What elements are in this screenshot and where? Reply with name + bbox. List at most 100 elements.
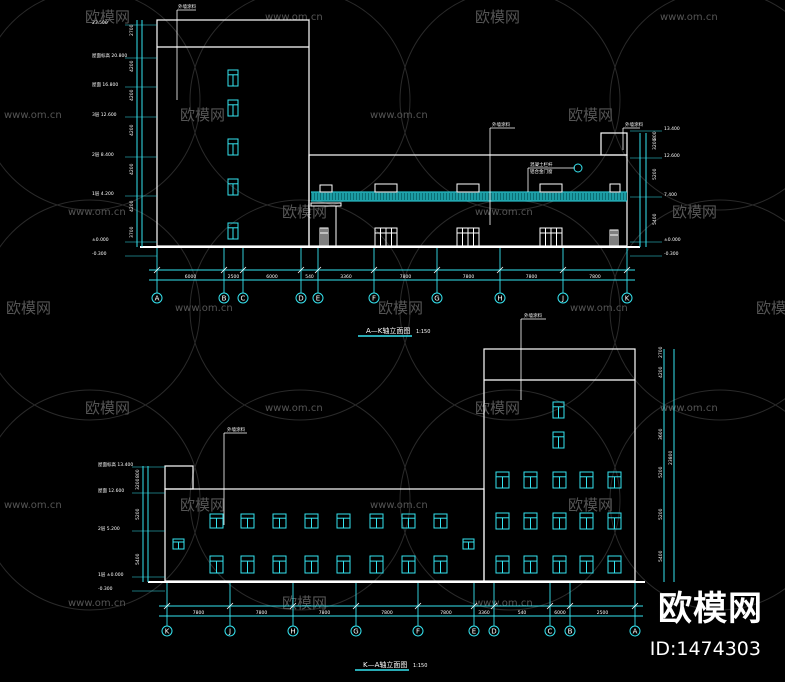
wm-logo: 欧模网 [6,299,51,317]
brand-logo: 欧模网 [658,589,763,629]
level-label: 7.400 [664,192,677,198]
window [227,99,239,117]
span-label: 7800 [440,610,452,616]
span-label: 7800 [256,610,268,616]
dim-label: 2700 [658,346,664,358]
callout-label: 外墙涂料 [178,3,196,10]
dim-tick [566,602,574,610]
window [495,555,510,574]
dim-tick [226,602,234,610]
dim-label: 800 [135,469,141,478]
span-label: 6000 [185,274,197,280]
dim-tick [297,266,305,274]
wm-site: www.om.cn [68,598,126,609]
level-label: 屋面 12.600 [98,488,124,494]
span-label: 7800 [400,274,412,280]
window [369,555,384,574]
wm-site: www.om.cn [265,12,323,23]
dim-label: 5200 [652,168,658,180]
callout-label: 外墙涂料 [227,426,245,433]
window [433,513,448,529]
window [401,513,416,529]
wm-site: www.om.cn [570,303,628,314]
dim-label: 5400 [658,550,664,562]
callout-label: 铝合金门窗 [530,168,553,175]
tower-windows [227,69,239,240]
dim-tick [220,266,228,274]
dim-tick [370,266,378,274]
wm-site: www.om.cn [660,403,718,414]
wm-site: www.om.cn [4,500,62,511]
dim-tick [433,266,441,274]
window [272,513,287,529]
span-label: 540 [518,610,527,616]
callout-label: 混凝土栏杆 [530,161,553,168]
dim-tick [631,602,639,610]
window [523,471,538,489]
dim-tick [414,602,422,610]
window [552,431,565,449]
upper-window [456,183,480,193]
window [433,555,448,574]
callout-labels: 外墙涂料 外墙涂料 [227,312,542,433]
upper-window [319,184,333,193]
axis-label: J [228,628,231,636]
axis-bubble [431,292,443,304]
dim-label: 5200 [135,508,141,520]
window [607,555,622,574]
dim-label: 4200 [658,366,664,378]
window [336,555,351,574]
dim-label: 23800 [668,451,674,465]
dim-label: 4200 [129,163,135,175]
watermark-text: 欧模网 www.om.cn 欧模网 www.om.cn www.om.cn 欧模… [4,8,785,612]
axis-label: H [290,628,295,636]
span-label: 7800 [589,274,601,280]
window [462,538,475,550]
upper-window [609,183,621,193]
level-label: -0.300 [664,251,679,257]
callout-leaders [223,318,546,525]
window [552,471,567,489]
axis-label: E [472,628,476,636]
railing-band [311,191,627,202]
window [579,512,594,530]
axis-label: D [491,628,496,636]
wm-logo: 欧模网 [180,496,225,514]
window [552,512,567,530]
tower-windows [495,401,622,574]
dim-tick [470,602,478,610]
wm-site: www.om.cn [370,110,428,121]
axis-bubble [224,625,236,637]
canopy [310,202,342,207]
axis-bubble [295,292,307,304]
level-label: 屋面 16.800 [92,82,118,88]
dim-tick [153,266,161,274]
window [607,512,622,530]
axis-bubble [544,625,556,637]
window [552,401,565,419]
span-label: 7800 [193,610,205,616]
dim-tick [314,266,322,274]
window [336,513,351,529]
wm-logo: 欧模网 [85,8,130,26]
window [579,471,594,489]
window [607,471,622,489]
wm-site: www.om.cn [265,403,323,414]
axis-bubble [151,292,163,304]
axis-label: C [548,628,553,636]
axis-bubble [350,625,362,637]
window [579,555,594,574]
span-label: 2500 [228,274,240,280]
upper-window [539,183,563,193]
dim-label: 5200 [658,508,664,520]
wm-logo: 欧模网 [475,399,520,417]
building-outline [156,19,628,247]
low-block-windows [172,513,475,574]
callout-label: 外墙涂料 [625,121,643,128]
axis-bubble [564,625,576,637]
wm-logo: 欧模网 [282,203,327,221]
dim-label: 4200 [129,89,135,101]
wm-site: www.om.cn [370,500,428,511]
